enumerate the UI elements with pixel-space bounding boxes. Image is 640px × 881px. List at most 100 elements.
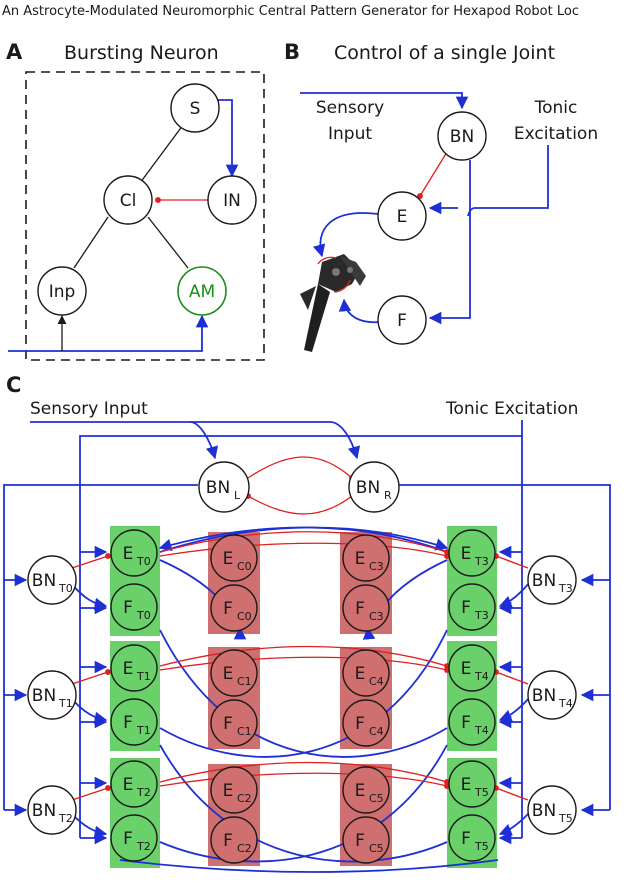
c-f-c3-sub: C3 [369,610,384,623]
c-e-c1-label: E [223,664,234,684]
c-node-f-c3: F C3 [342,584,390,632]
c-f-c1-label: F [223,714,233,734]
node-in-label: IN [223,191,241,211]
c-e-c2-sub: C2 [237,792,252,805]
c-bn-t5-sub: T5 [558,812,573,825]
panel-c-letter: C [6,373,21,397]
panel-a-title: Bursting Neuron [64,42,219,64]
c-e-t2-label: E [123,775,134,795]
c-e-c4-label: E [355,664,366,684]
running-header: An Astrocyte-Modulated Neuromorphic Cent… [2,4,579,19]
c-bn-t2-label: BN [32,801,56,821]
c-node-bn-t1: BN T1 [27,670,77,720]
c-f-t3-sub: T3 [474,609,489,622]
edge-s-cl [139,124,184,184]
c-e-t2-sub: T2 [136,786,151,799]
c-e-t5-label: E [461,775,472,795]
c-bnl-out-left [3,484,198,810]
b-sensory-arrow [300,92,469,110]
c-f-c5-label: F [355,831,365,851]
c-bn-t5-label: BN [532,801,556,821]
c-e-c3-sub: C3 [369,560,384,573]
c-bn-t0-sub: T0 [58,582,73,595]
b-tonic-line [467,145,549,217]
c-e-t4-label: E [461,659,472,679]
c-tonic-label: Tonic Excitation [445,399,578,419]
b-sensory-line2: Input [328,124,372,144]
node-s-label: S [190,99,201,119]
c-bn-t3-sub: T3 [558,582,573,595]
c-f-c3-label: F [355,599,365,619]
c-e-c2-label: E [223,781,234,801]
b-f-to-joint [338,298,381,324]
c-f-t1-sub: T1 [136,724,151,737]
c-bn-t4-sub: T4 [558,697,573,710]
c-f-t4-sub: T4 [474,724,489,737]
c-e-c1-sub: C1 [237,675,252,688]
c-e-c3-label: E [355,549,366,569]
panel-c: C Sensory Input Tonic Excitation [3,373,611,873]
c-e-t3-sub: T3 [474,555,489,568]
c-node-bn-t2: BN T2 [27,785,77,835]
c-node-bn-r: BN R [348,461,400,513]
c-e-t0-label: E [123,544,134,564]
node-inp: Inp [37,266,87,316]
c-f-c4-label: F [355,714,365,734]
c-e-t1-sub: T1 [136,670,151,683]
node-inp-label: Inp [49,282,76,302]
edge-cl-am [147,216,189,269]
c-bnl-bnr-inhibit-top [247,456,355,481]
b-bn-to-f [428,160,471,325]
c-f-c0-label: F [223,599,233,619]
c-e-c5-label: E [355,781,366,801]
c-bn-t1-sub: T1 [58,697,73,710]
c-node-f-c5: F C5 [342,816,390,864]
c-tonic-bar [79,435,522,838]
c-bn-t0-label: BN [32,571,56,591]
c-bn-r-sub: R [384,489,392,502]
b-node-f-label: F [397,311,407,331]
c-f-t1-label: F [123,713,133,733]
robot-leg-image [300,254,366,352]
c-e-t1-label: E [123,659,134,679]
input-line-a [8,314,209,352]
node-am-label: AM [189,282,215,302]
panel-a-letter: A [6,40,23,64]
node-s: S [170,83,220,133]
c-f-c2-label: F [223,831,233,851]
c-f-c1-sub: C1 [237,725,252,738]
c-f-t5-label: F [461,829,471,849]
bursting-neuron-box [25,71,265,361]
c-f-c5-sub: C5 [369,842,384,855]
panel-b-letter: B [284,40,300,64]
c-bnr-bnl-inhibit-bottom [245,493,353,515]
c-f-c2-sub: C2 [237,842,252,855]
c-f-t0-label: F [123,598,133,618]
c-sensory-label: Sensory Input [30,399,148,419]
c-f-c0-sub: C0 [237,610,252,623]
c-e-c5-sub: C5 [369,792,384,805]
b-tonic-line2: Excitation [514,124,598,144]
panel-b: B Control of a single Joint Sensory Inpu… [284,40,598,352]
c-bnr-out-right [398,484,611,810]
c-bn-r-label: BN [356,478,380,498]
c-row-2-wiring [69,744,531,873]
edge-s-in [218,99,239,178]
b-node-bn-label: BN [450,127,474,147]
node-am: AM [177,266,227,316]
